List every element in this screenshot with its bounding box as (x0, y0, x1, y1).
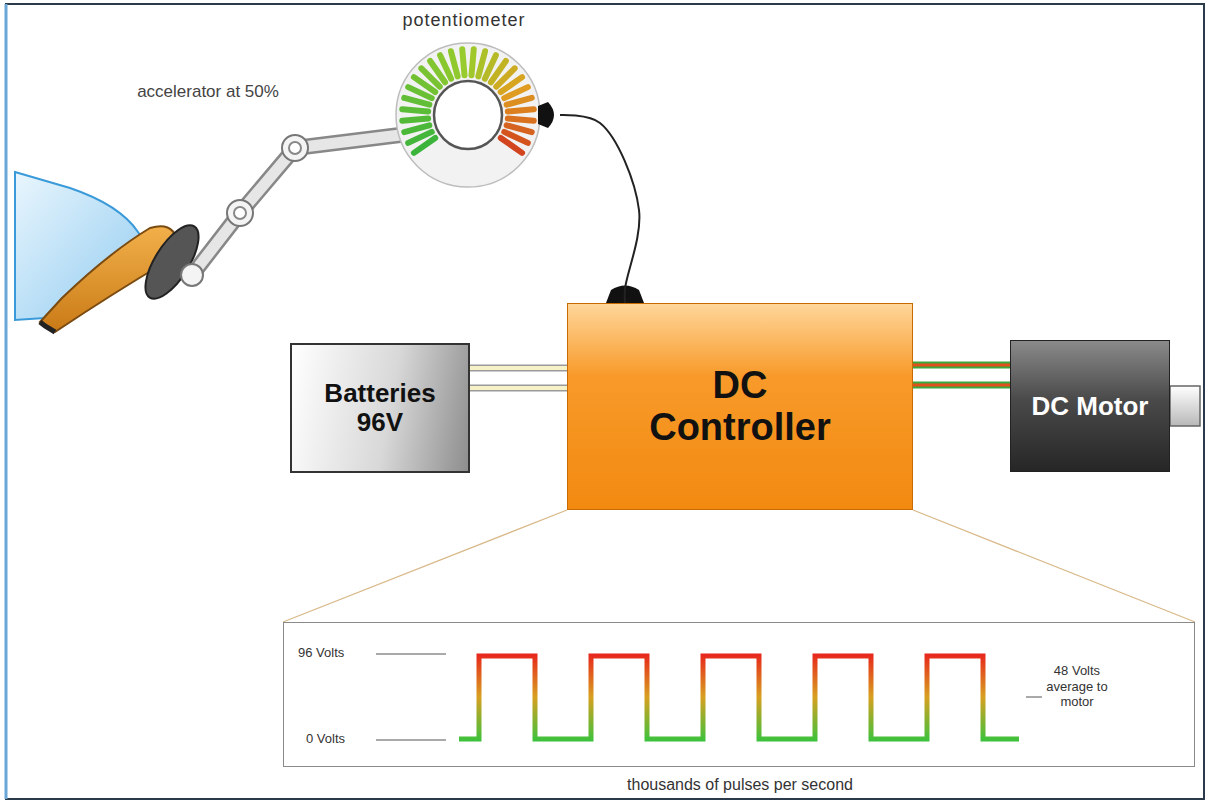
connector-path (560, 115, 639, 303)
connector-path (913, 382, 1010, 389)
signal-cable (560, 115, 639, 303)
voltage-level: 96 Volts (298, 645, 374, 661)
pivot (227, 200, 253, 226)
connector-path (913, 362, 1010, 369)
dial-segment (508, 109, 534, 111)
dial-segment (504, 87, 528, 98)
dial-segment (402, 109, 428, 111)
node-title: DC Motor (1032, 392, 1149, 421)
dial-segment (402, 118, 428, 120)
connector-path (470, 366, 567, 370)
dial-segment (408, 132, 432, 143)
frame-edge (5, 4, 8, 799)
component-name: potentiometer (380, 10, 548, 31)
dial-segment (404, 98, 429, 105)
dial-segment (440, 55, 451, 79)
power-wire (913, 365, 1010, 385)
accelerator-label: accelerator at 50% (128, 82, 288, 102)
frame-border (6, 4, 1204, 799)
pivot-hole (234, 207, 246, 219)
potentiometer-shape (380, 8, 562, 196)
dial-segment (508, 118, 534, 120)
connector-path (470, 386, 567, 390)
dial-segment (478, 51, 485, 76)
pivot (282, 135, 308, 161)
pivot-hole (289, 142, 301, 154)
zoom-guide (283, 510, 1195, 622)
frequency-caption: thousands of pulses per second (284, 775, 1196, 794)
pivot (181, 264, 203, 286)
motor-box: DC Motor (1010, 340, 1170, 472)
potentiometer-dial: potentiometer (380, 8, 562, 196)
power-wire (470, 368, 567, 388)
dial-segment (404, 125, 429, 132)
connector-path (913, 384, 1010, 387)
dial-ring (396, 43, 540, 187)
leader-line (376, 740, 446, 741)
dial-segment (501, 138, 522, 153)
dial-segment (462, 49, 464, 75)
dial-segment (507, 98, 532, 105)
leader-line (1026, 697, 1042, 698)
dial-knob (434, 81, 502, 149)
connector-path (283, 510, 1195, 622)
cable-plug (538, 102, 554, 128)
connector-path (470, 365, 567, 372)
node-title: DC Controller (620, 365, 860, 449)
dial-segment (471, 49, 473, 75)
voltage-level: 0 Volts (306, 731, 374, 747)
controller-box: DC Controller (567, 303, 913, 510)
motor-shaft (1170, 386, 1200, 426)
linkage-outline (192, 135, 400, 275)
average-voltage-note: 48 Volts average to motor (1046, 663, 1108, 710)
battery-box: Batteries 96V (290, 343, 470, 473)
linkage-arm (192, 135, 400, 275)
connector-path (913, 364, 1010, 367)
node-title: Batteries 96V (310, 379, 450, 436)
shoe-sole (40, 322, 55, 332)
waveform-inset: 96 Volts 0 Volts 48 Volts average to motor… (283, 622, 1195, 767)
leader-line (376, 654, 446, 655)
connector-path (470, 385, 567, 392)
dial-segment (451, 51, 458, 76)
pwm-waveform (459, 656, 1019, 739)
dial-segment (507, 125, 532, 132)
